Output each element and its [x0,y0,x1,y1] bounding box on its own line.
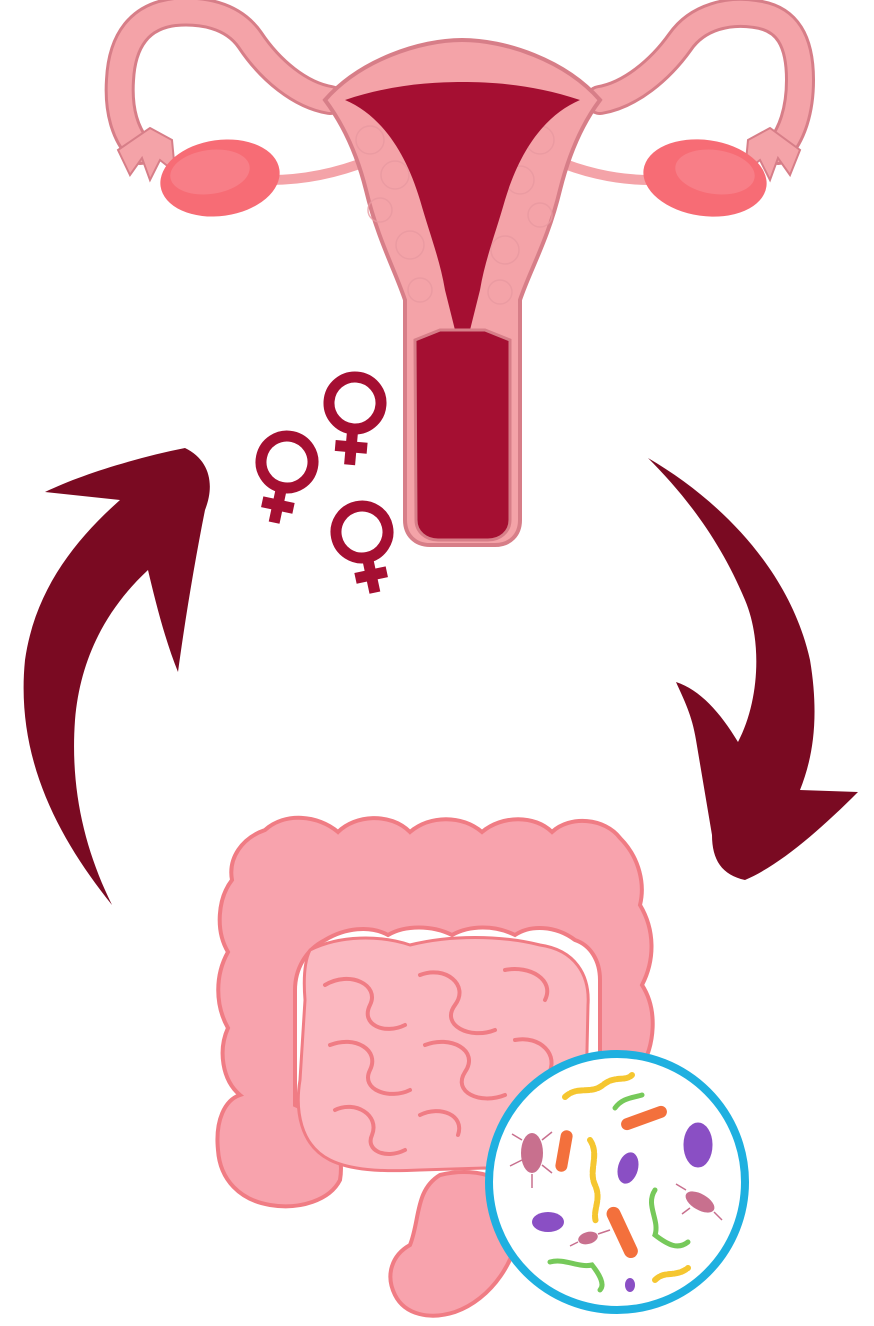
bacterium-purple [684,1123,712,1167]
female-symbol-icon [324,375,383,467]
bacterium-purple [532,1212,564,1232]
bacteria-magnifier-icon [489,1054,745,1310]
female-symbols-group [249,375,401,598]
female-symbol-icon [249,431,318,528]
uterus-icon [118,12,800,545]
curved-arrow-down-icon [648,458,858,880]
cervical-canal [415,330,510,540]
bacterium-purple [625,1278,635,1292]
female-symbol-icon [331,501,400,598]
curved-arrow-up-icon [24,448,210,905]
